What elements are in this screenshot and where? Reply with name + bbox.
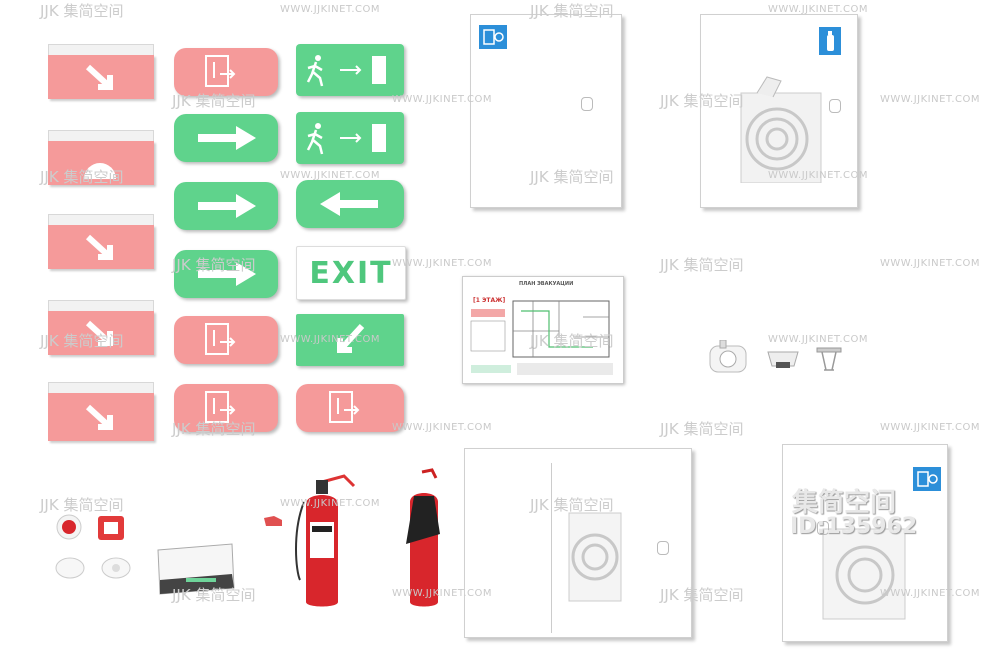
big-watermark-id: ID:135962 [790,514,918,539]
watermark-logo: JJK 集简空间 [660,586,744,604]
arrow-right-sign-3 [174,250,278,298]
exit-running-man-sign-1 [296,44,404,96]
watermark-logo: JJK 集简空间 [660,420,744,438]
watermark-url: WWW.JJKINET.COM [880,422,980,433]
fire-hose-sign-1 [174,48,278,96]
watermark-url: WWW.JJKINET.COM [392,94,492,105]
arrow-down-right-icon [85,320,113,346]
cabinet-lock [817,521,829,535]
watermark-url: WWW.JJKINET.COM [280,498,380,509]
plan-floor: [1 ЭТАЖ] [473,297,506,304]
watermark-url: WWW.JJKINET.COM [392,588,492,599]
hose-reel-icon [740,76,822,183]
fire-hose-icon [329,391,360,423]
extinguisher-label [819,27,841,55]
watermark-url: WWW.JJKINET.COM [880,94,980,105]
heat-detector-icon [101,557,131,579]
control-panel-icon [157,543,235,595]
watermark-logo: JJK 集简空间 [530,332,614,350]
arrow-left-sign [296,180,404,228]
running-man-icon [306,123,386,155]
sensor-device-icon [709,340,747,373]
arrow-right-icon [198,262,256,286]
watermark-url: WWW.JJKINET.COM [392,258,492,269]
watermark-logo: JJK 集简空间 [172,420,256,438]
fire-hose-label [913,467,941,491]
watermark-logo: JJK 集简空间 [530,496,614,514]
arrow-down-right-icon [85,404,113,430]
hanging-sign-5 [48,382,154,441]
hose-reel-icon [568,512,622,602]
exit-running-man-sign-2 [296,112,404,164]
arrow-down-right-icon [85,234,113,260]
smoke-detector-icon [767,351,799,368]
watermark-url: WWW.JJKINET.COM [392,422,492,433]
arrow-down-left-sign [296,314,404,366]
fire-hose-icon [205,323,236,355]
watermark-logo: JJK 集简空间 [660,256,744,274]
watermark-url: WWW.JJKINET.COM [880,588,980,599]
watermark-url: WWW.JJKINET.COM [280,4,380,15]
running-man-icon [306,55,386,87]
watermark-url: WWW.JJKINET.COM [280,170,380,181]
semicircle-icon [84,163,116,179]
fire-cabinet-closed [470,14,622,208]
arrow-right-icon [198,194,256,218]
plan-title: ПЛАН ЭВАКУАЦИИ [519,281,574,287]
sprinkler-icon [816,347,842,371]
watermark-logo: JJK 集简空间 [530,2,614,20]
arrow-right-sign-2 [174,182,278,230]
alarm-light-icon [56,514,82,540]
watermark-logo: JJK 集简空间 [172,92,256,110]
fire-hose-label [479,25,507,49]
hanging-sign-1 [48,44,154,99]
arrow-right-icon [198,126,256,150]
hanging-sign-3 [48,214,154,269]
watermark-url: WWW.JJKINET.COM [768,170,868,181]
arrow-right-sign-1 [174,114,278,162]
watermark-logo: JJK 集简空间 [40,2,124,20]
fire-cabinet-double [464,448,692,638]
co2-extinguisher-icon [406,468,440,607]
arrow-left-icon [320,192,378,216]
extinguisher-bracket-icon [264,516,282,526]
watermark-logo: JJK 集简空间 [40,168,124,186]
cabinet-lock [581,97,593,111]
floor-plan-drawing [470,300,613,375]
fire-hose-icon [205,391,236,423]
watermark-logo: JJK 集简空间 [172,256,256,274]
exit-sign: EXIT [296,246,406,300]
watermark-url: WWW.JJKINET.COM [768,334,868,345]
fire-hose-sign-3 [174,384,278,432]
watermark-logo: JJK 集简空间 [530,168,614,186]
watermark-url: WWW.JJKINET.COM [768,4,868,15]
hanging-sign-2 [48,130,154,185]
big-watermark-cn: 集简空间 [792,488,897,518]
evacuation-plan: ПЛАН ЭВАКУАЦИИ [1 ЭТАЖ] [462,276,624,384]
fire-cabinet-small [782,444,948,642]
fire-extinguisher-icon [295,474,356,607]
cabinet-lock [829,99,841,113]
fire-hose-icon [483,29,504,45]
watermark-url: WWW.JJKINET.COM [880,258,980,269]
fire-hose-icon [205,55,236,87]
arrow-down-left-icon [337,323,365,353]
fire-alarm-call-point-icon [98,516,124,540]
watermark-logo: JJK 集简空间 [172,586,256,604]
smoke-detector-icon [55,557,85,579]
cabinet-door-divider [551,463,552,633]
fire-hose-sign-2 [174,316,278,364]
fire-hose-sign-4 [296,384,404,432]
arrow-down-right-icon [85,64,113,90]
watermark-logo: JJK 集简空间 [40,332,124,350]
fire-cabinet-open [700,14,858,208]
watermark-logo: JJK 集简空间 [40,496,124,514]
hose-reel-icon [822,528,906,620]
hanging-sign-4 [48,300,154,355]
fire-hose-icon [917,471,938,487]
cabinet-lock [657,541,669,555]
extinguisher-icon [827,31,834,51]
watermark-logo: JJK 集简空间 [660,92,744,110]
watermark-url: WWW.JJKINET.COM [280,334,380,345]
